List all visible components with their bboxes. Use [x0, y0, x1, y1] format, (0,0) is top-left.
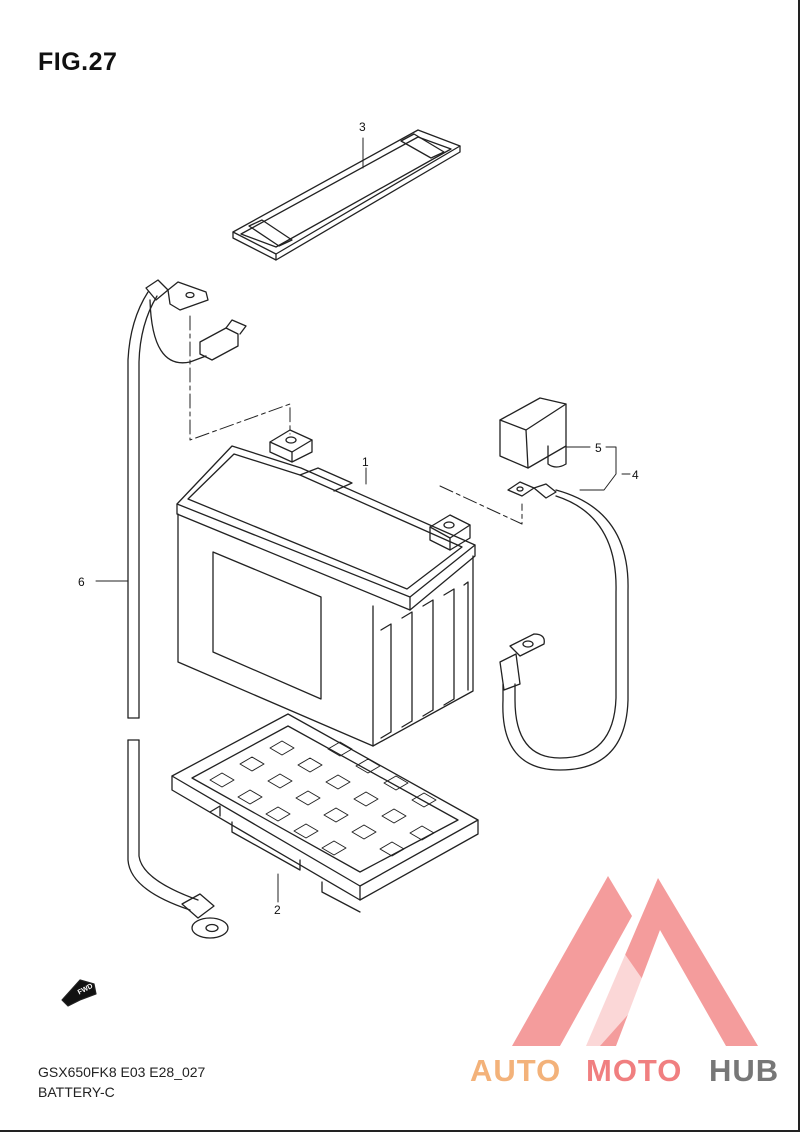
- negative-cable: [127, 279, 247, 939]
- leader-lines: [95, 137, 631, 903]
- battery: [176, 429, 476, 747]
- callout-4: 4: [632, 468, 639, 482]
- terminal-cover: [499, 397, 567, 469]
- callout-3: 3: [359, 120, 366, 134]
- callout-2: 2: [274, 903, 281, 917]
- watermark-auto: AUTO: [470, 1053, 561, 1088]
- model-code: GSX650FK8 E03 E28_027: [38, 1064, 206, 1080]
- positive-cable: [499, 481, 629, 771]
- battery-tray: [171, 713, 479, 913]
- watermark: AUTO MOTO HUB: [470, 876, 779, 1088]
- section-name: BATTERY-C: [38, 1084, 115, 1100]
- watermark-hub: HUB: [709, 1053, 779, 1088]
- callout-1: 1: [362, 455, 369, 469]
- fwd-arrow: [61, 979, 97, 1007]
- callout-5: 5: [595, 441, 602, 455]
- figure-title: FIG.27: [38, 48, 118, 76]
- callout-6: 6: [78, 575, 85, 589]
- watermark-moto: MOTO: [586, 1053, 682, 1088]
- battery-strap: [232, 129, 461, 261]
